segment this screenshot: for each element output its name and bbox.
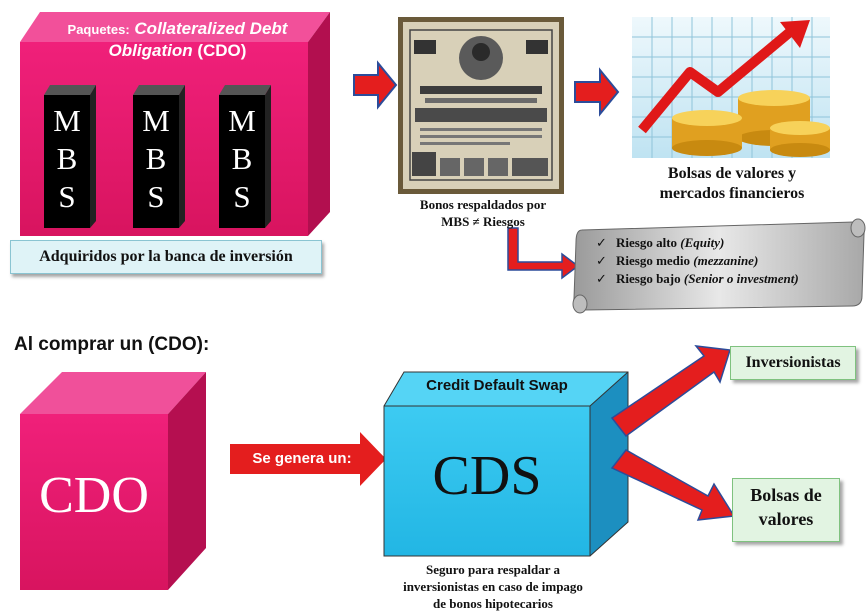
cdo-cube-label: CDO <box>39 467 149 524</box>
exchanges-box: Bolsas de valores <box>732 478 840 542</box>
generate-arrow <box>230 432 386 486</box>
cds-caption-line1: Seguro para respaldar a <box>426 562 560 577</box>
cds-caption-line2: inversionistas en caso de impago <box>403 579 583 594</box>
bond-certificate-image <box>398 17 564 194</box>
mbs-column-3 <box>219 85 271 228</box>
mbs-column-2 <box>133 85 185 228</box>
risk-item-low: ✓Riesgo bajo (Senior o investment) <box>596 271 799 286</box>
exchanges-line2: valores <box>758 509 814 529</box>
cdo-cube <box>20 372 206 590</box>
cdo-title-italic-2: Obligation <box>108 41 193 60</box>
cdo-title-suffix: (CDO) <box>197 41 247 60</box>
cds-top-label: Credit Default Swap <box>426 377 568 394</box>
mbs-3-letter-m: M <box>228 103 256 138</box>
bond-caption-line2: MBS ≠ Riesgos <box>441 214 525 229</box>
exchanges-line1: Bolsas de <box>750 485 822 505</box>
check-icon: ✓ <box>596 253 607 268</box>
arrow-cdo-to-bond <box>353 60 398 110</box>
risk-scroll <box>572 218 866 314</box>
markets-caption: Bolsas de valores y mercados financieros <box>620 164 844 204</box>
investors-box: Inversionistas <box>730 346 856 380</box>
risk-list: ✓Riesgo alto (Equity) ✓Riesgo medio (mez… <box>596 234 799 288</box>
check-icon: ✓ <box>596 235 607 250</box>
mbs-3-letter-s: S <box>233 179 251 214</box>
investment-banking-banner: Adquiridos por la banca de inversión <box>10 240 322 274</box>
cds-caption-line3: de bonos hipotecarios <box>433 596 553 611</box>
markets-caption-line2: mercados financieros <box>659 185 805 202</box>
markets-caption-line1: Bolsas de valores y <box>667 165 797 182</box>
mbs-1-letter-b: B <box>56 141 78 176</box>
mbs-3-letter-b: B <box>231 141 253 176</box>
mbs-2-letter-s: S <box>147 179 165 214</box>
mbs-1-letter-s: S <box>58 179 76 214</box>
arrow-bond-to-markets <box>574 67 620 117</box>
check-icon: ✓ <box>596 271 607 286</box>
section-title: Al comprar un (CDO): <box>14 334 210 355</box>
cds-caption: Seguro para respaldar a inversionistas e… <box>348 561 638 612</box>
bond-caption: Bonos respaldados por MBS ≠ Riesgos <box>390 196 576 230</box>
generate-arrow-label: Se genera un: <box>252 450 352 467</box>
risk-item-medium: ✓Riesgo medio (mezzanine) <box>596 253 759 268</box>
cdo-package-title: Paquetes: Collateralized Debt Obligation… <box>50 18 305 61</box>
coin-stack-front <box>672 110 742 156</box>
cdo-title-prefix: Paquetes: <box>67 22 130 37</box>
mbs-2-letter-b: B <box>145 141 167 176</box>
arrow-to-exchanges <box>610 449 736 521</box>
mbs-column-1 <box>44 85 96 228</box>
bond-caption-line1: Bonos respaldados por <box>419 197 547 212</box>
coin-stack-right <box>770 121 830 157</box>
mbs-2-letter-m: M <box>142 103 170 138</box>
mbs-1-letter-m: M <box>53 103 81 138</box>
risk-item-high: ✓Riesgo alto (Equity) <box>596 235 725 250</box>
cdo-title-italic-1: Collateralized Debt <box>134 19 288 38</box>
arrow-to-investors <box>610 345 731 438</box>
arrow-to-risk-scroll <box>507 227 580 280</box>
cds-cube-label: CDS <box>432 445 542 507</box>
chart-coins-image <box>632 17 830 158</box>
